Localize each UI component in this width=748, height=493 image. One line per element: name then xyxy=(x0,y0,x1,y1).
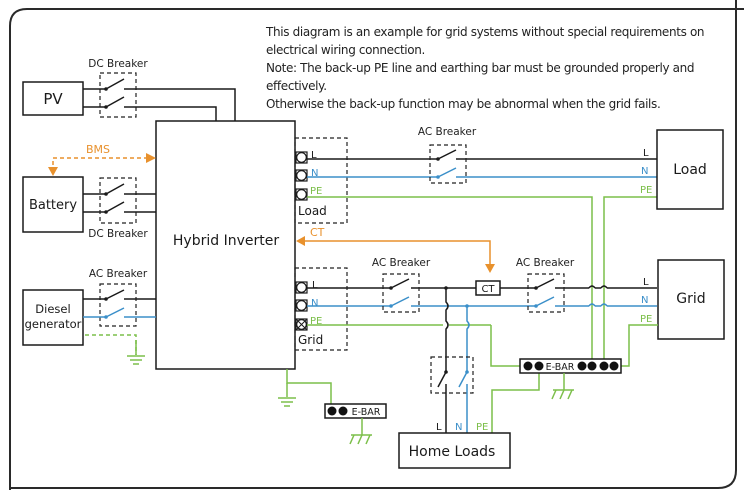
ct-signal-line xyxy=(302,240,491,266)
home-wire-n: N xyxy=(455,422,462,433)
dc-breaker-pv-label: DC Breaker xyxy=(88,58,148,70)
load-label: Load xyxy=(673,162,707,178)
grid-label: Grid xyxy=(676,291,705,307)
grid-wire-n: N xyxy=(641,295,648,306)
diesel-generator-box xyxy=(22,289,84,346)
bms-label: BMS xyxy=(86,143,110,156)
diagram-note: This diagram is an example for grid syst… xyxy=(266,23,736,113)
load-port-label: Load xyxy=(298,204,327,218)
load-port-terminals xyxy=(295,151,308,201)
load-port-box xyxy=(294,137,348,224)
home-loads-box xyxy=(398,432,511,469)
grid-box xyxy=(657,259,725,340)
ac-breaker-load xyxy=(429,144,467,184)
bms-signal-line xyxy=(52,157,150,172)
battery-box xyxy=(22,176,84,233)
ground-icon-inverter xyxy=(278,397,296,407)
outer-frame xyxy=(9,0,744,490)
diesel-label-line1: Diesel xyxy=(35,302,70,316)
ac-breaker-grid-main-label: AC Breaker xyxy=(516,257,575,269)
note-line: effectively. xyxy=(266,79,327,93)
grid-port-pe: PE xyxy=(310,316,322,327)
ac-breaker-grid-inverter-label: AC Breaker xyxy=(372,257,431,269)
dc-breaker-pv xyxy=(99,72,137,118)
home-wire-l: L xyxy=(436,422,442,433)
grid-port-l: L xyxy=(312,280,318,291)
grid-port-terminals xyxy=(295,281,308,331)
ground-icon-ebar-right xyxy=(551,389,574,400)
ebar-left: E-BAR xyxy=(324,403,387,419)
ct-box xyxy=(475,280,501,296)
load-port-n: N xyxy=(311,168,318,179)
grid-port-box xyxy=(294,267,348,351)
hybrid-inverter-label: Hybrid Inverter xyxy=(173,233,279,249)
home-loads-label: Home Loads xyxy=(409,444,496,460)
load-wire-n: N xyxy=(641,166,648,177)
grid-port-label: Grid xyxy=(298,333,323,347)
note-line: This diagram is an example for grid syst… xyxy=(266,25,705,39)
load-box xyxy=(656,129,724,210)
ebar-right: E-BAR xyxy=(519,358,622,374)
ground-icon-ebar-left xyxy=(349,434,372,445)
pv-label: PV xyxy=(43,90,63,108)
ac-breaker-home xyxy=(430,356,474,394)
ac-breaker-grid-inverter xyxy=(382,273,420,313)
ct-box-label: CT xyxy=(481,284,495,295)
ebar-left-label: E-BAR xyxy=(352,407,381,418)
load-port-l: L xyxy=(311,150,317,161)
ct-signal-label: CT xyxy=(310,226,325,239)
load-wire-l: L xyxy=(643,148,649,159)
hybrid-inverter-box xyxy=(155,120,296,370)
ebar-right-label: E-BAR xyxy=(546,362,575,373)
note-line: Note: The back-up PE line and earthing b… xyxy=(266,61,695,75)
ac-breaker-load-label: AC Breaker xyxy=(418,126,477,138)
load-port-pe: PE xyxy=(310,186,322,197)
dc-breaker-battery-label: DC Breaker xyxy=(88,228,148,240)
load-wire-pe: PE xyxy=(640,185,652,196)
ac-breaker-grid-main xyxy=(527,273,565,313)
note-line: electrical wiring connection. xyxy=(266,43,426,57)
dc-breaker-battery xyxy=(99,177,137,224)
note-line: Otherwise the back-up function may be ab… xyxy=(266,97,661,111)
pv-box xyxy=(22,81,84,116)
home-wire-pe: PE xyxy=(476,422,488,433)
battery-label: Battery xyxy=(29,198,77,213)
ac-breaker-generator xyxy=(99,283,137,327)
grid-wire-pe: PE xyxy=(640,314,652,325)
ac-breaker-generator-label: AC Breaker xyxy=(89,268,148,280)
grid-port-n: N xyxy=(311,298,318,309)
diesel-label-line2: generator xyxy=(25,317,82,331)
grid-wire-l: L xyxy=(643,277,649,288)
ground-icon-generator xyxy=(127,355,145,365)
